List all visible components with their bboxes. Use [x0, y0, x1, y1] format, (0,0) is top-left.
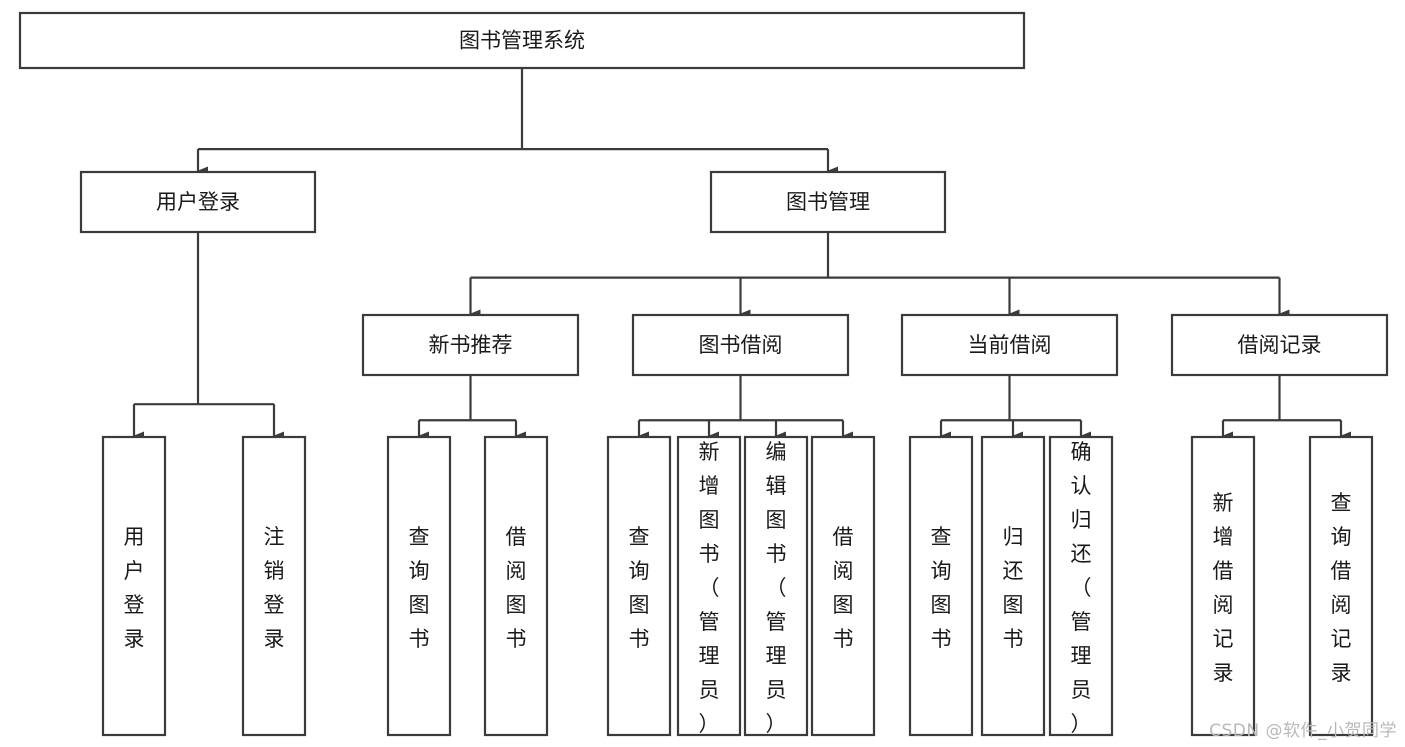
node-label-root: 图书管理系统 — [459, 29, 585, 53]
node-box-l-edit-book — [743, 435, 809, 737]
edge-group-user-login — [132, 232, 284, 441]
node-label-l-confirm-return: 确认归还（管理员） — [1071, 440, 1092, 736]
node-box-user-login — [79, 170, 317, 234]
node-box-borrow-record — [1170, 313, 1389, 377]
node-box-l-query-book-2 — [606, 435, 672, 737]
node-label-l-borrow-book-2: 借阅图书 — [833, 525, 854, 651]
node-label-user-login-leaf: 用户登录 — [124, 525, 145, 651]
node-label-l-query-book-1: 查询图书 — [409, 525, 430, 651]
node-box-user-logout-leaf — [241, 435, 307, 737]
node-l-confirm-return[interactable]: 确认归还（管理员） — [1048, 435, 1114, 737]
node-label-l-add-book: 新增图书（管理员） — [699, 440, 720, 736]
node-l-add-book[interactable]: 新增图书（管理员） — [676, 435, 742, 737]
node-box-l-add-book — [676, 435, 742, 737]
node-user-logout-leaf[interactable]: 注销登录 — [241, 435, 307, 737]
node-box-new-book-rec — [361, 313, 580, 377]
node-l-return-book[interactable]: 归还图书 — [980, 435, 1046, 737]
node-box-book-borrow — [631, 313, 850, 377]
nodes-layer: 图书管理系统用户登录图书管理新书推荐图书借阅当前借阅借阅记录用户登录注销登录查询… — [18, 11, 1389, 737]
node-label-l-query-record: 查询借阅记录 — [1331, 491, 1352, 685]
node-box-l-query-record — [1308, 435, 1374, 737]
node-book-manage[interactable]: 图书管理 — [709, 170, 947, 234]
node-label-new-book-rec: 新书推荐 — [429, 333, 513, 357]
node-label-borrow-record: 借阅记录 — [1238, 333, 1322, 357]
node-box-l-return-book — [980, 435, 1046, 737]
node-box-l-borrow-book-1 — [483, 435, 549, 737]
node-box-l-confirm-return — [1048, 435, 1114, 737]
node-label-user-logout-leaf: 注销登录 — [264, 525, 285, 651]
node-l-query-record[interactable]: 查询借阅记录 — [1308, 435, 1374, 737]
edge-group-borrow-record — [1221, 375, 1351, 441]
node-borrow-record[interactable]: 借阅记录 — [1170, 313, 1389, 377]
node-box-l-add-record — [1190, 435, 1256, 737]
csdn-watermark: CSDN @软件_小贺同学 — [1209, 721, 1397, 741]
edge-group-root — [196, 68, 838, 176]
node-box-l-query-book-1 — [386, 435, 452, 737]
edge-group-current-borrow — [939, 375, 1091, 441]
node-current-borrow[interactable]: 当前借阅 — [900, 313, 1119, 377]
node-label-l-return-book: 归还图书 — [1003, 525, 1024, 651]
node-label-book-borrow: 图书借阅 — [699, 333, 783, 357]
edges-layer — [132, 68, 1351, 441]
node-l-borrow-book-2[interactable]: 借阅图书 — [810, 435, 876, 737]
node-l-add-record[interactable]: 新增借阅记录 — [1190, 435, 1256, 737]
node-l-query-book-1[interactable]: 查询图书 — [386, 435, 452, 737]
node-label-l-query-book-3: 查询图书 — [931, 525, 952, 651]
node-book-borrow[interactable]: 图书借阅 — [631, 313, 850, 377]
node-label-l-query-book-2: 查询图书 — [629, 525, 650, 651]
node-label-l-edit-book: 编辑图书（管理员） — [766, 440, 787, 736]
node-box-root — [18, 11, 1026, 70]
node-root[interactable]: 图书管理系统 — [18, 11, 1026, 70]
node-l-edit-book[interactable]: 编辑图书（管理员） — [743, 435, 809, 737]
node-label-l-add-record: 新增借阅记录 — [1213, 491, 1234, 685]
node-new-book-rec[interactable]: 新书推荐 — [361, 313, 580, 377]
node-box-current-borrow — [900, 313, 1119, 377]
node-user-login-leaf[interactable]: 用户登录 — [101, 435, 167, 737]
node-l-query-book-3[interactable]: 查询图书 — [908, 435, 974, 737]
node-label-book-manage: 图书管理 — [786, 190, 870, 214]
node-l-query-book-2[interactable]: 查询图书 — [606, 435, 672, 737]
node-box-book-manage — [709, 170, 947, 234]
node-box-user-login-leaf — [101, 435, 167, 737]
edge-group-new-book-rec — [417, 375, 526, 441]
node-user-login[interactable]: 用户登录 — [79, 170, 317, 234]
node-label-l-borrow-book-1: 借阅图书 — [506, 525, 527, 651]
node-l-borrow-book-1[interactable]: 借阅图书 — [483, 435, 549, 737]
node-box-l-query-book-3 — [908, 435, 974, 737]
edge-group-book-borrow — [637, 375, 853, 441]
node-label-current-borrow: 当前借阅 — [968, 333, 1052, 357]
node-label-user-login: 用户登录 — [156, 190, 240, 214]
node-box-l-borrow-book-2 — [810, 435, 876, 737]
edge-group-book-manage — [469, 232, 1290, 319]
